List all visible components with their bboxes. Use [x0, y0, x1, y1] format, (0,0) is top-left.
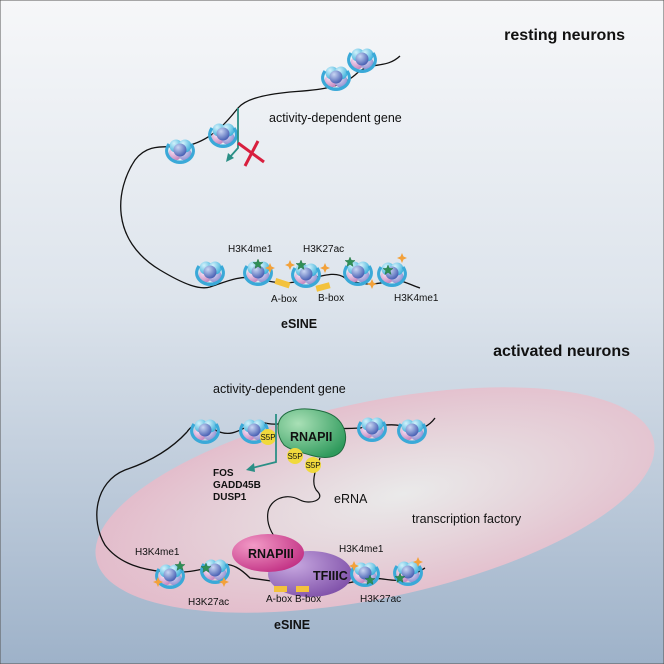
gene-gadd45b: GADD45B [213, 480, 261, 491]
resting-a-box [274, 277, 291, 289]
activated-esine-label: eSINE [274, 618, 310, 632]
svg-text:S5P: S5P [287, 452, 302, 461]
tfiiic-label: TFIIIC [313, 569, 348, 583]
erna-strand [267, 457, 321, 551]
s5p-badge: S5P [287, 448, 303, 464]
activated-abox-label: A-box [266, 594, 292, 605]
resting-gene-label: activity-dependent gene [269, 111, 402, 125]
s5p-badge: S5P [260, 429, 276, 445]
resting-title: resting neurons [504, 27, 625, 44]
activated-tss-arrow [251, 414, 277, 469]
svg-text:S5P: S5P [260, 433, 275, 442]
activated-mark-left-bottom: H3K27ac [188, 597, 229, 608]
rnapii-complex [277, 408, 347, 458]
activated-b-box [296, 586, 309, 592]
activated-mark-right-bottom: H3K27ac [360, 594, 401, 605]
resting-abox-label: A-box [271, 294, 297, 305]
activated-title: activated neurons [493, 343, 630, 360]
activated-arrowhead [246, 463, 255, 472]
gene-fos: FOS [213, 468, 234, 479]
rnapiii-complex [232, 534, 304, 572]
activated-a-box [274, 586, 287, 592]
resting-b-box [315, 282, 331, 292]
activated-mark-left-top: H3K4me1 [135, 547, 180, 558]
resting-mark-right: H3K4me1 [394, 293, 439, 304]
resting-bbox-label: B-box [318, 293, 344, 304]
svg-text:S5P: S5P [305, 461, 320, 470]
resting-mark-left: H3K4me1 [228, 244, 273, 255]
erna-label: eRNA [334, 492, 368, 506]
activated-mark-right-top: H3K4me1 [339, 544, 384, 555]
s5p-badge: S5P [305, 457, 321, 473]
rnapii-label: RNAPII [290, 430, 332, 444]
resting-arrowhead [226, 153, 234, 162]
resting-esine-label: eSINE [281, 317, 317, 331]
repression-cross-icon [237, 140, 265, 167]
rnapiii-label: RNAPIII [248, 547, 294, 561]
activated-gene-label: activity-dependent gene [213, 382, 346, 396]
factory-label: transcription factory [412, 512, 522, 526]
activated-bbox-label: B-box [295, 594, 321, 605]
gene-dusp1: DUSP1 [213, 492, 247, 503]
resting-tss-arrow [229, 108, 239, 158]
resting-mark-mid: H3K27ac [303, 244, 344, 255]
